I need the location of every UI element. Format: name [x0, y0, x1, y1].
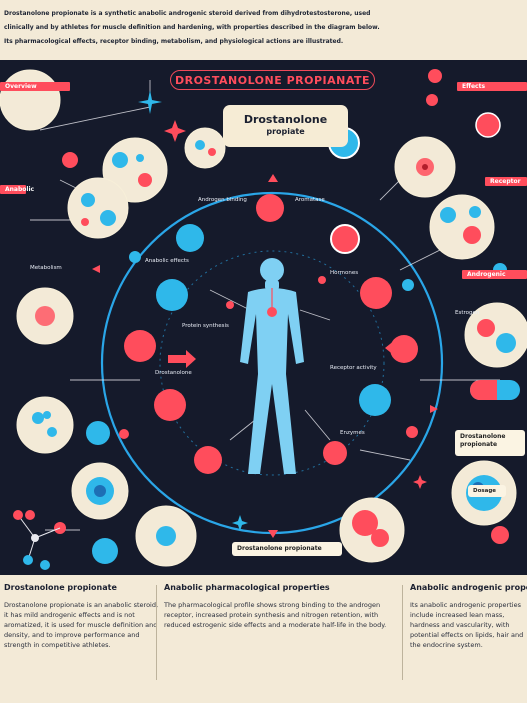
node: [428, 69, 442, 83]
column-2: Anabolic pharmacological properties The …: [164, 583, 396, 630]
tab-receptor: Receptor: [485, 177, 527, 186]
sparkles: [164, 120, 427, 489]
node: [124, 330, 156, 362]
diagram-title: DROSTANOLONE PROPIANATE: [170, 70, 375, 90]
node: [359, 384, 391, 416]
label-receptor-activity: Receptor activity: [330, 365, 377, 371]
text-columns: Drostanolone propionate Drostanolone pro…: [0, 575, 527, 703]
node: [406, 426, 418, 438]
node: [491, 526, 509, 544]
header-line-3: Its pharmacological effects, receptor bi…: [4, 38, 344, 45]
cell-illustration: [429, 194, 495, 260]
node: [323, 441, 347, 465]
tab-anabolic: Anabolic: [0, 185, 34, 194]
arrow-up: [268, 174, 278, 182]
node: [318, 276, 326, 284]
label-anabolic-effects: Anabolic effects: [145, 258, 189, 264]
side-note: Drostanolone propionate: [455, 430, 525, 456]
column-1-title: Drostanolone propionate: [4, 583, 117, 592]
label-androgen-binding: Androgen binding: [198, 197, 247, 203]
column-3-text: Its anabolic androgenic properties inclu…: [410, 601, 524, 649]
capsule-icon: [470, 380, 520, 400]
column-1: Drostanolone propionate Drostanolone pro…: [4, 583, 164, 650]
cell-illustration: [0, 69, 61, 131]
human-figure: [240, 258, 304, 474]
dosage-caption: Dosage: [468, 485, 506, 497]
divider: [402, 585, 403, 680]
node: [475, 112, 501, 138]
node: [154, 389, 186, 421]
label-estrogen: Estrogen: [455, 310, 480, 316]
column-3: Anabolic androgenic properties Its anabo…: [410, 583, 527, 650]
sparkles-blue: [138, 90, 248, 531]
node: [92, 538, 118, 564]
column-2-text: The pharmacological profile shows strong…: [164, 601, 387, 629]
node: [156, 279, 188, 311]
node: [426, 94, 438, 106]
cell-illustration: [16, 396, 74, 454]
column-1-text: Drostanolone propionate is an anabolic s…: [4, 601, 159, 649]
arrow-right: [168, 350, 196, 368]
tab-overview: Overview: [0, 82, 70, 91]
center-title: Drostanolone: [243, 113, 328, 126]
header-line-2: clinically and by athletes for muscle de…: [4, 24, 380, 31]
arrow-down: [268, 530, 278, 538]
node: [176, 224, 204, 252]
inner-ring: [159, 250, 385, 476]
node: [226, 301, 234, 309]
label-metabolism: Metabolism: [30, 265, 62, 271]
node: [119, 429, 129, 439]
diagram-graphic: [0, 69, 527, 570]
node: [256, 194, 284, 222]
center-subtitle: propiate: [266, 127, 305, 136]
node: [194, 446, 222, 474]
node: [86, 421, 110, 445]
infographic-panel: DROSTANOLONE PROPIANATE Drostanolone pro…: [0, 60, 527, 575]
tab-effects: Effects: [457, 82, 527, 91]
node: [360, 277, 392, 309]
node: [330, 224, 360, 254]
cell-contents: [32, 140, 516, 547]
node: [390, 335, 418, 363]
tab-androgenic: Androgenic: [462, 270, 527, 279]
cell-illustration: [67, 177, 129, 239]
center-title-card: Drostanolone propiate: [223, 105, 348, 147]
red-nodes: [25, 69, 509, 544]
node: [25, 510, 35, 520]
header-line-1: Drostanolone propionate is a synthetic a…: [4, 10, 371, 17]
label-enzymes: Enzymes: [340, 430, 365, 436]
node: [402, 279, 414, 291]
header-text-block: Drostanolone propionate is a synthetic a…: [0, 0, 527, 58]
divider: [156, 585, 157, 680]
label-drostanolone: Drostanolone: [155, 370, 192, 376]
node: [129, 251, 141, 263]
cell-illustration: [184, 127, 226, 169]
column-3-title: Anabolic androgenic properties: [410, 583, 527, 592]
molecule-left: [17, 514, 61, 561]
label-hormones: Hormones: [330, 270, 359, 276]
node: [62, 152, 78, 168]
column-2-title: Anabolic pharmacological properties: [164, 583, 330, 592]
label-protein-synthesis: Protein synthesis: [182, 323, 229, 329]
node: [40, 560, 50, 570]
bottom-caption: Drostanolone propionate: [232, 542, 342, 556]
label-aromatase: Aromatase: [295, 197, 325, 203]
